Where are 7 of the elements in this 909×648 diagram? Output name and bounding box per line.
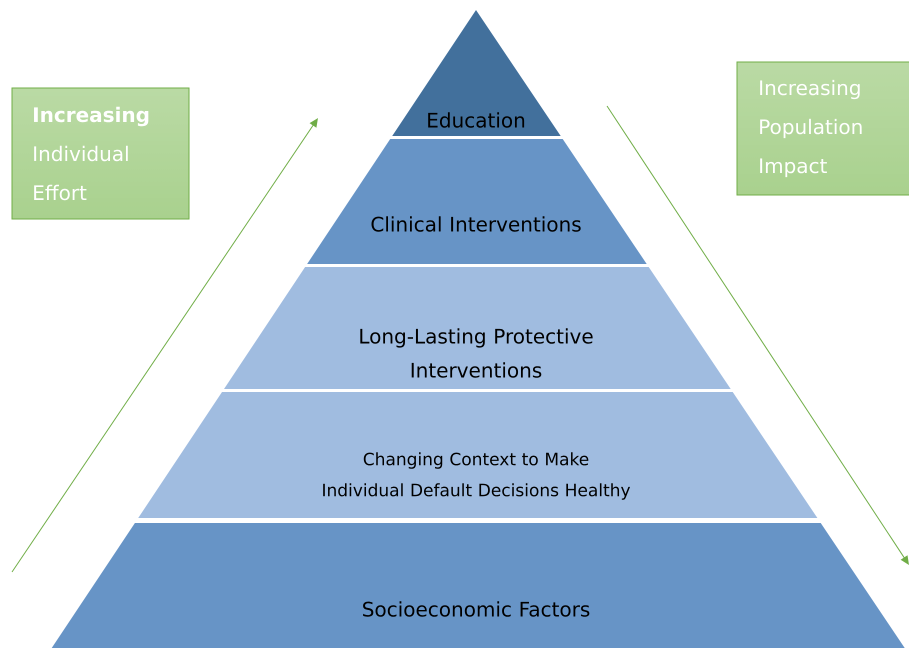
label-box: Increasing Population Impact: [736, 62, 909, 196]
label-box: Increasing Individual Effort: [12, 88, 190, 220]
pyramid-layer: Socioeconomic Factors: [52, 523, 905, 648]
pyramid-layer: Changing Context to Make Individual Default Decisions Healthy: [138, 392, 818, 518]
pyramid-layer: Clinical Interventions: [307, 139, 647, 264]
pyramid-layer: Long-Lasting Protective Interventions: [224, 267, 731, 389]
pyramid-layer: Education: [392, 10, 561, 136]
